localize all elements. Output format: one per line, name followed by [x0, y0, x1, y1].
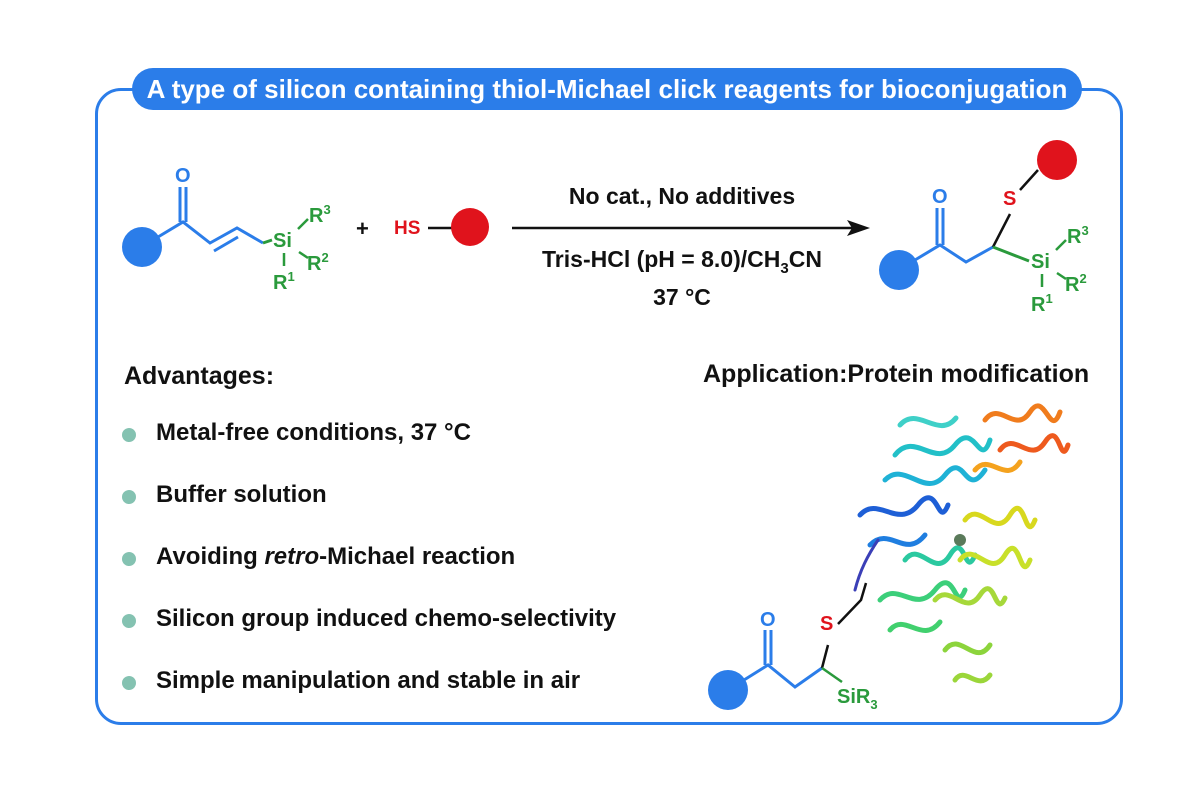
product-silicon: Si: [1031, 251, 1050, 273]
product-carbonyl: [935, 208, 945, 245]
carbonyl-bond: [178, 187, 188, 222]
product-r1-label: R1: [1031, 291, 1053, 316]
list-item: Avoiding retro-Michael reaction: [122, 542, 616, 604]
product-red-ball: [1037, 140, 1077, 180]
product-structure: O S Si R3 R2 R1: [879, 140, 1089, 316]
si-bond: [262, 238, 273, 245]
r3-label: R3: [309, 202, 331, 227]
conjugate-si-bond: [821, 666, 843, 684]
protein-helices-warm: [932, 403, 1071, 684]
conjugate-sulfur: S: [820, 613, 833, 635]
protein-center-shade: [954, 534, 966, 546]
advantages-list: Metal-free conditions, 37 °C Buffer solu…: [122, 418, 616, 728]
conditions-bottom: 37 °C: [653, 284, 711, 310]
conjugate-carbonyl: [763, 630, 773, 665]
bullet-dot: [122, 676, 136, 690]
advantages-heading: Advantages:: [124, 362, 275, 390]
carbonyl-oxygen: O: [175, 165, 191, 187]
reactant-vinylsilane: O Si R3 R2 R1: [122, 165, 331, 294]
conjugate-oxygen: O: [760, 609, 776, 631]
conjugate-backbone: [743, 663, 823, 689]
product-si-substituent-bonds: [1040, 239, 1067, 287]
arrow-head: [847, 220, 870, 236]
list-item: Metal-free conditions, 37 °C: [122, 418, 616, 480]
application-heading: Application:Protein modification: [703, 360, 1090, 388]
thiol-reagent: HS: [394, 208, 489, 246]
si-substituent-bonds: [282, 218, 309, 266]
conjugate-silyl: SiR3: [837, 686, 878, 712]
protein-illustration: [853, 403, 1071, 684]
thiol-label: HS: [394, 218, 420, 239]
list-item: Buffer solution: [122, 480, 616, 542]
bullet-dot: [122, 490, 136, 504]
product-r3-label: R3: [1067, 223, 1089, 248]
title-banner: A type of silicon containing thiol-Micha…: [132, 68, 1082, 110]
thiol-red-ball: [451, 208, 489, 246]
reactant-double-bond: [213, 235, 239, 253]
conjugate-blue-ball: [708, 670, 748, 710]
protein-linker: [837, 582, 868, 625]
conjugate-cs-bond: [820, 644, 830, 669]
product-r2-label: R2: [1065, 271, 1087, 296]
product-s-link: [1019, 169, 1039, 191]
conditions-top: No cat., No additives: [569, 183, 795, 209]
plus-sign: +: [356, 216, 369, 241]
list-item: Simple manipulation and stable in air: [122, 666, 616, 728]
product-blue-ball: [879, 250, 919, 290]
product-si-bond: [992, 245, 1030, 263]
silicon-atom: Si: [273, 230, 292, 252]
list-item: Silicon group induced chemo-selectivity: [122, 604, 616, 666]
protein-helices-cool: [853, 415, 993, 633]
product-cs-bond: [991, 213, 1012, 248]
substrate-blue-ball: [122, 227, 162, 267]
reactant-backbone: [157, 220, 264, 245]
reaction-arrow-group: No cat., No additives Tris-HCl (pH = 8.0…: [512, 183, 870, 310]
product-sulfur: S: [1003, 188, 1016, 210]
product-oxygen: O: [932, 186, 948, 208]
bullet-dot: [122, 614, 136, 628]
conjugate-structure: O S SiR3: [708, 582, 878, 712]
r1-label: R1: [273, 269, 295, 294]
page-title: A type of silicon containing thiol-Micha…: [146, 74, 1068, 104]
product-backbone: [914, 243, 994, 264]
r2-label: R2: [307, 250, 329, 275]
conditions-middle: Tris-HCl (pH = 8.0)/CH3CN: [542, 246, 822, 277]
bullet-dot: [122, 428, 136, 442]
bullet-dot: [122, 552, 136, 566]
